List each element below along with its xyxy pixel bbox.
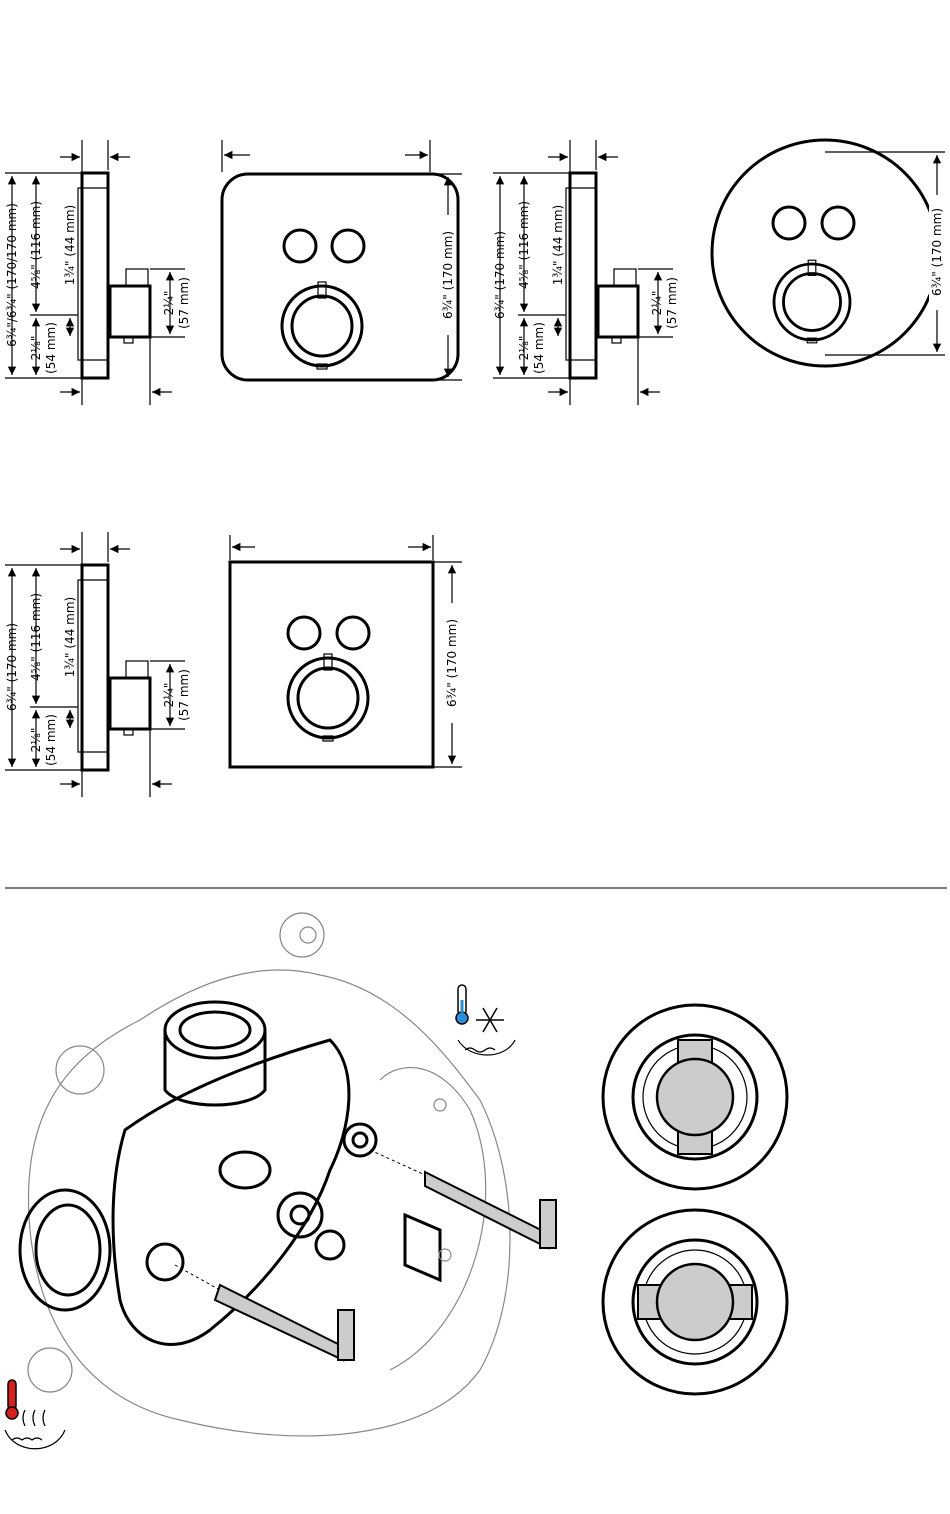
dim-depth: 1¾" (44 mm) — [551, 205, 565, 285]
front-view-square: 6¾" (170 mm) — [228, 535, 462, 769]
dim-lower-mm: (54 mm) — [44, 714, 58, 766]
side-view-a: 6¾"/6¾" (170/170 mm) 4⅝" (116 mm) 2⅛" (5… — [5, 140, 191, 405]
dim-box-in: 2¼" — [162, 291, 176, 316]
dim-upper: 4⅝" (116 mm) — [29, 593, 43, 681]
side-view-c: 6¾" (170 mm) 4⅝" (116 mm) 2⅛" (54 mm) 1¾… — [5, 532, 191, 797]
hex-key-lower — [174, 1264, 355, 1362]
dim-box-mm: (57 mm) — [177, 669, 191, 721]
dim-lower-in: 2⅛" — [29, 728, 43, 753]
dim-height: 6¾" (170 mm) — [441, 231, 455, 319]
dim-total: 6¾" (170 mm) — [493, 231, 507, 319]
dim-lower-in: 2⅛" — [517, 336, 531, 361]
dim-box-in: 2¼" — [650, 291, 664, 316]
front-view-round: 6¾" (170 mm) — [710, 138, 945, 368]
dim-lower-mm: (54 mm) — [44, 322, 58, 374]
dim-box-mm: (57 mm) — [177, 277, 191, 329]
side-view-b: 6¾" (170 mm) 4⅝" (116 mm) 2⅛" (54 mm) 1¾… — [493, 140, 679, 405]
hot-water-icon — [4, 1379, 66, 1450]
dim-height: 6¾" (170 mm) — [445, 619, 459, 707]
dim-height: 6¾" (170 mm) — [930, 208, 944, 296]
valve-body-illustration — [18, 912, 511, 1437]
dim-total: 6¾"/6¾" (170/170 mm) — [5, 203, 19, 347]
dim-depth: 1¾" (44 mm) — [63, 597, 77, 677]
dim-lower-mm: (54 mm) — [532, 322, 546, 374]
cartridge-position-closed — [601, 1208, 789, 1396]
dim-upper: 4⅝" (116 mm) — [29, 201, 43, 289]
front-view-square-rounded: 6¾" (170 mm) — [220, 140, 462, 382]
dim-total: 6¾" (170 mm) — [5, 623, 19, 711]
cartridge-position-open — [601, 1003, 789, 1191]
dim-upper: 4⅝" (116 mm) — [517, 201, 531, 289]
hex-key-upper — [369, 1149, 557, 1250]
dim-box-in: 2¼" — [162, 683, 176, 708]
dim-box-mm: (57 mm) — [665, 277, 679, 329]
dim-depth: 1¾" (44 mm) — [63, 205, 77, 285]
dim-lower-in: 2⅛" — [29, 336, 43, 361]
cold-water-icon — [455, 984, 516, 1056]
